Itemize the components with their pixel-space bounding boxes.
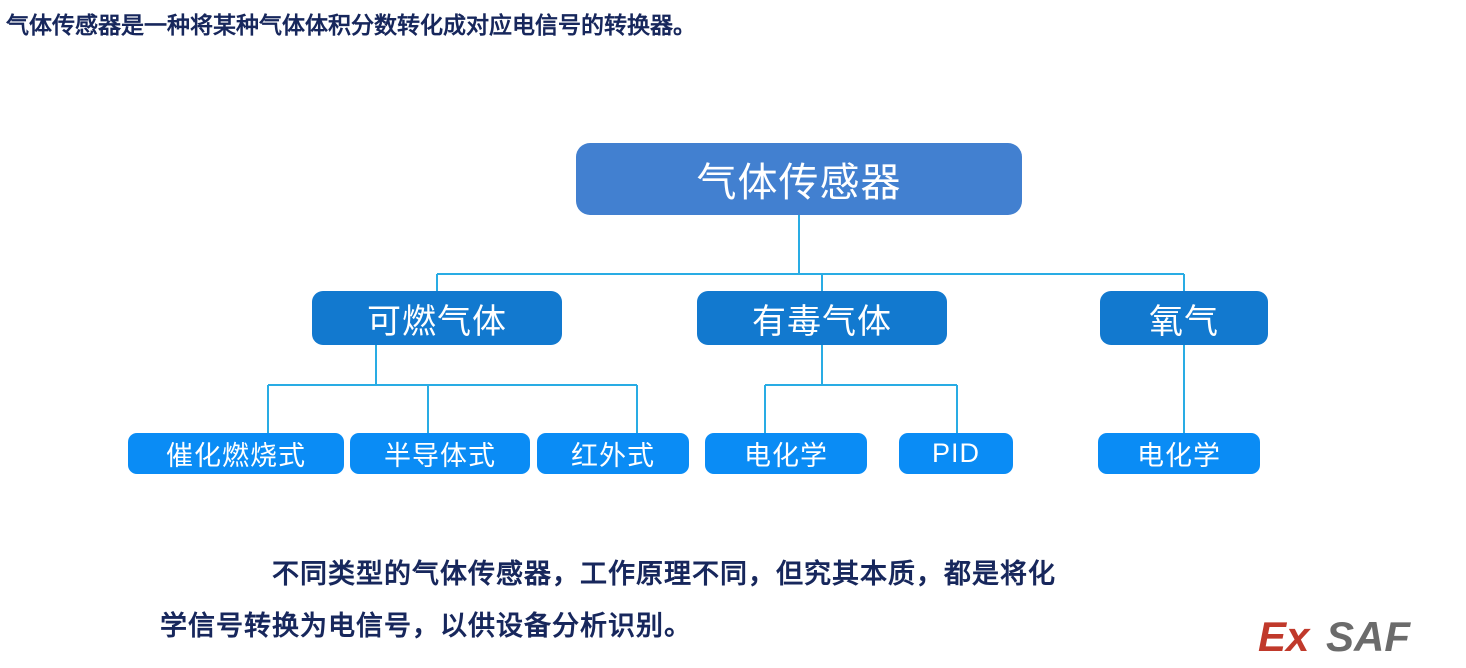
gas-sensor-tree-diagram: 气体传感器 可燃气体 有毒气体 氧气 催化燃烧式 半导体式 红外式 电化学 PI… (128, 143, 1268, 474)
caption-line-2: 学信号转换为电信号，以供设备分析识别。 (160, 611, 692, 641)
node-label: 催化燃烧式 (166, 441, 306, 471)
node-label: 氧气 (1149, 302, 1219, 341)
exsaf-logo: Ex SAF (1258, 616, 1454, 660)
caption-block: 不同类型的气体传感器，工作原理不同，但究其本质，都是将化 学信号转换为电信号，以… (0, 548, 1466, 652)
node-label: 有毒气体 (752, 302, 892, 341)
node-level2-toxic-gas[interactable]: 有毒气体 (697, 291, 947, 345)
node-label: 电化学 (1137, 441, 1221, 471)
node-label: 气体传感器 (696, 161, 902, 205)
node-label: PID (931, 438, 980, 468)
logo-text-ex: Ex (1258, 616, 1311, 660)
node-level3-electrochemical-toxic[interactable]: 电化学 (705, 433, 867, 474)
node-level3-catalytic-combustion[interactable]: 催化燃烧式 (128, 433, 344, 474)
logo-text-saf: SAF (1326, 616, 1411, 660)
node-label: 半导体式 (384, 441, 496, 471)
node-level3-infrared[interactable]: 红外式 (537, 433, 689, 474)
node-level2-flammable-gas[interactable]: 可燃气体 (312, 291, 562, 345)
caption-line-1: 不同类型的气体传感器，工作原理不同，但究其本质，都是将化 (272, 559, 1056, 589)
node-level3-semiconductor[interactable]: 半导体式 (350, 433, 530, 474)
node-level2-oxygen[interactable]: 氧气 (1100, 291, 1268, 345)
exsaf-logo-mark: Ex SAF (1258, 616, 1411, 660)
node-label: 可燃气体 (367, 302, 507, 341)
page-title: 气体传感器是一种将某种气体体积分数转化成对应电信号的转换器。 (6, 12, 696, 38)
node-label: 红外式 (571, 441, 655, 471)
node-root-gas-sensor[interactable]: 气体传感器 (576, 143, 1022, 215)
node-level3-electrochemical-oxygen[interactable]: 电化学 (1098, 433, 1260, 474)
node-label: 电化学 (744, 441, 828, 471)
node-level3-pid[interactable]: PID (899, 433, 1013, 474)
